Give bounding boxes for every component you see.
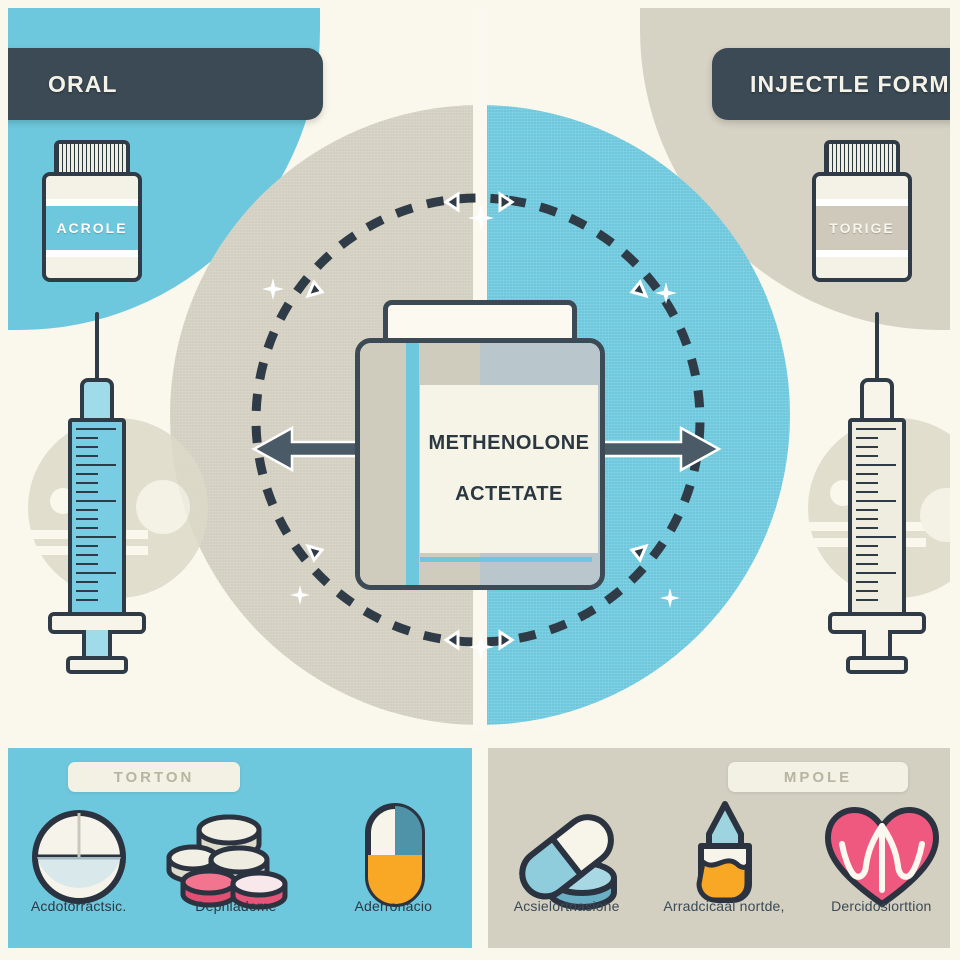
injectable-caption-row: Acsielortnasione Arradcicaal nortde, Der… xyxy=(488,898,960,938)
bottom-panel-injectable: MPOLE xyxy=(488,748,960,960)
icon-cell-capsule xyxy=(318,800,468,910)
bottle-cap xyxy=(824,140,900,176)
capsule-icon xyxy=(365,803,426,907)
bottle-stripe xyxy=(816,199,908,206)
caption-capsule-tablet: Acsielortnasione xyxy=(513,898,620,914)
syringe-graduation-major xyxy=(856,428,896,608)
capsule-tablet-icon xyxy=(518,814,617,910)
bottle-label-band: TORIGE xyxy=(816,206,908,250)
syringe-thumb-rest xyxy=(66,656,128,674)
icon-cell-stacked-tablets xyxy=(161,800,311,910)
syringe-right xyxy=(828,312,926,674)
bottom-panel-oral: TORTON xyxy=(0,748,472,960)
jar-accent-stripe xyxy=(406,343,419,585)
jar-body: METHENOLONE ACTETATE xyxy=(355,338,605,590)
bottom-sections: TORTON xyxy=(0,748,960,960)
icon-cell-capsule-tablet xyxy=(492,800,642,910)
main-comparison-area: METHENOLONE ACTETATE xyxy=(0,0,960,725)
header-banner-injectable: INJECTLE FORM xyxy=(712,48,960,120)
sparkle-icon xyxy=(262,278,284,300)
bottle-injectable: TORIGE xyxy=(810,140,914,282)
jar-label: METHENOLONE ACTETATE xyxy=(420,385,598,553)
chip-oral: TORTON xyxy=(68,762,240,792)
bottom-vertical-gutter xyxy=(472,748,488,960)
syringe-thumb-rest xyxy=(846,656,908,674)
icon-cell-round-tablet xyxy=(4,800,154,910)
oral-caption-row: Acdotorractsic. Dephladome Aderronacio xyxy=(0,898,472,938)
caption-ampoule: Arradcicaal nortde, xyxy=(663,898,785,914)
sparkle-icon xyxy=(655,282,677,304)
heart-icon xyxy=(825,806,940,908)
bottle-stripe xyxy=(816,250,908,257)
bottle-body: ACROLE xyxy=(42,172,142,282)
icon-cell-heart xyxy=(806,800,956,910)
jar-label-underline xyxy=(420,557,592,562)
header-banner-oral: ORAL xyxy=(0,48,323,120)
caption-round-tablet: Acdotorractsic. xyxy=(30,898,127,914)
header-title-injectable: INJECTLE FORM xyxy=(750,70,950,97)
syringe-barrel xyxy=(68,418,126,618)
frame-edge-top xyxy=(0,0,960,8)
caption-capsule: Aderronacio xyxy=(354,898,433,914)
frame-edge-bottom xyxy=(0,948,960,960)
bottle-label-text: ACROLE xyxy=(56,220,128,236)
product-name-line2: ACTETATE xyxy=(455,483,563,505)
chip-injectable: MPOLE xyxy=(728,762,908,792)
dashed-cycle-ring xyxy=(251,191,705,651)
stacked-tablets-icon xyxy=(166,814,288,910)
center-product-jar: METHENOLONE ACTETATE xyxy=(355,300,605,590)
syringe-barrel xyxy=(848,418,906,618)
caption-heart: Dercidosiorttion xyxy=(831,898,932,914)
injectable-icon-row xyxy=(488,800,960,910)
sparkle-icon xyxy=(660,588,680,608)
bottle-stripe xyxy=(46,250,138,257)
frame-edge-left xyxy=(0,0,8,960)
syringe-needle xyxy=(875,312,879,384)
chip-oral-label: TORTON xyxy=(113,768,195,786)
watermark-pill xyxy=(136,480,190,534)
header-title-oral: ORAL xyxy=(48,70,118,97)
horizontal-gutter xyxy=(0,733,960,749)
arrow-right xyxy=(585,425,722,473)
oral-icon-row xyxy=(0,800,472,910)
sparkle-icon xyxy=(290,585,310,605)
caption-stacked-tablets: Dephladome xyxy=(195,898,277,914)
sparkle-icon xyxy=(468,634,494,660)
ring-chevron xyxy=(305,191,649,651)
chip-injectable-label: MPOLE xyxy=(783,768,853,786)
bottle-label-text: TORIGE xyxy=(829,220,895,236)
sparkle-icon xyxy=(468,205,494,231)
syringe-left xyxy=(48,312,146,674)
syringe-graduation-major xyxy=(76,428,116,608)
icon-cell-ampoule xyxy=(649,800,799,910)
bottle-label-band: ACROLE xyxy=(46,206,138,250)
bottle-oral: ACROLE xyxy=(40,140,144,282)
product-name-line1: METHENOLONE xyxy=(428,432,590,454)
frame-edge-right xyxy=(950,0,960,960)
bottle-stripe xyxy=(46,199,138,206)
ampoule-icon xyxy=(696,801,752,903)
round-tablet-icon xyxy=(31,810,126,904)
bottle-body: TORIGE xyxy=(812,172,912,282)
syringe-needle xyxy=(95,312,99,384)
bottle-cap xyxy=(54,140,130,176)
